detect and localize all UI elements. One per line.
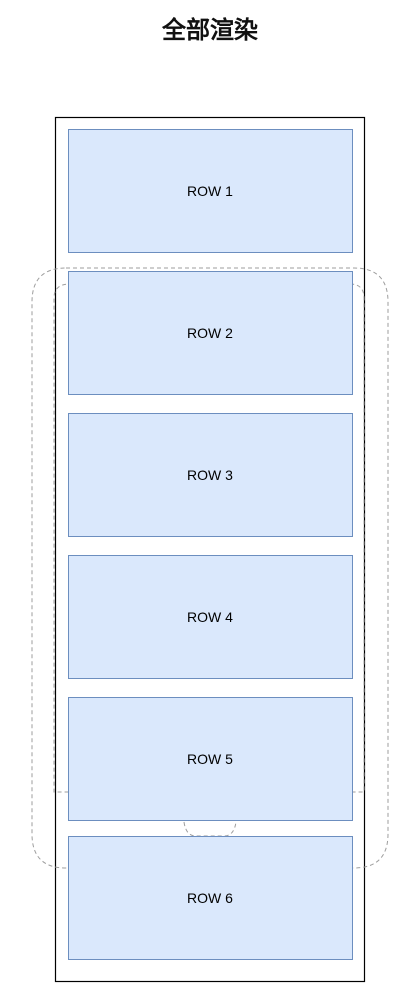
row-box <box>68 413 353 537</box>
row-5: ROW 5 <box>68 697 353 821</box>
row-1: ROW 1 <box>68 129 353 253</box>
row-box <box>68 129 353 253</box>
row-box <box>68 697 353 821</box>
row-2: ROW 2 <box>68 271 353 395</box>
row-label: ROW 4 <box>187 609 233 625</box>
row-6: ROW 6 <box>68 836 353 960</box>
row-label: ROW 1 <box>187 183 233 199</box>
row-box <box>68 271 353 395</box>
row-label: ROW 3 <box>187 467 233 483</box>
row-label: ROW 5 <box>187 751 233 767</box>
row-4: ROW 4 <box>68 555 353 679</box>
row-label: ROW 2 <box>187 325 233 341</box>
row-3: ROW 3 <box>68 413 353 537</box>
row-box <box>68 555 353 679</box>
page-title: 全部渲染 <box>162 16 258 44</box>
row-label: ROW 6 <box>187 890 233 906</box>
buffer-outline-outer <box>31 267 389 869</box>
row-box <box>68 836 353 960</box>
rows-layer: ROW 1 ROW 2 ROW 3 ROW 4 ROW 5 ROW 6 <box>68 129 353 960</box>
viewport-connector <box>183 821 237 837</box>
